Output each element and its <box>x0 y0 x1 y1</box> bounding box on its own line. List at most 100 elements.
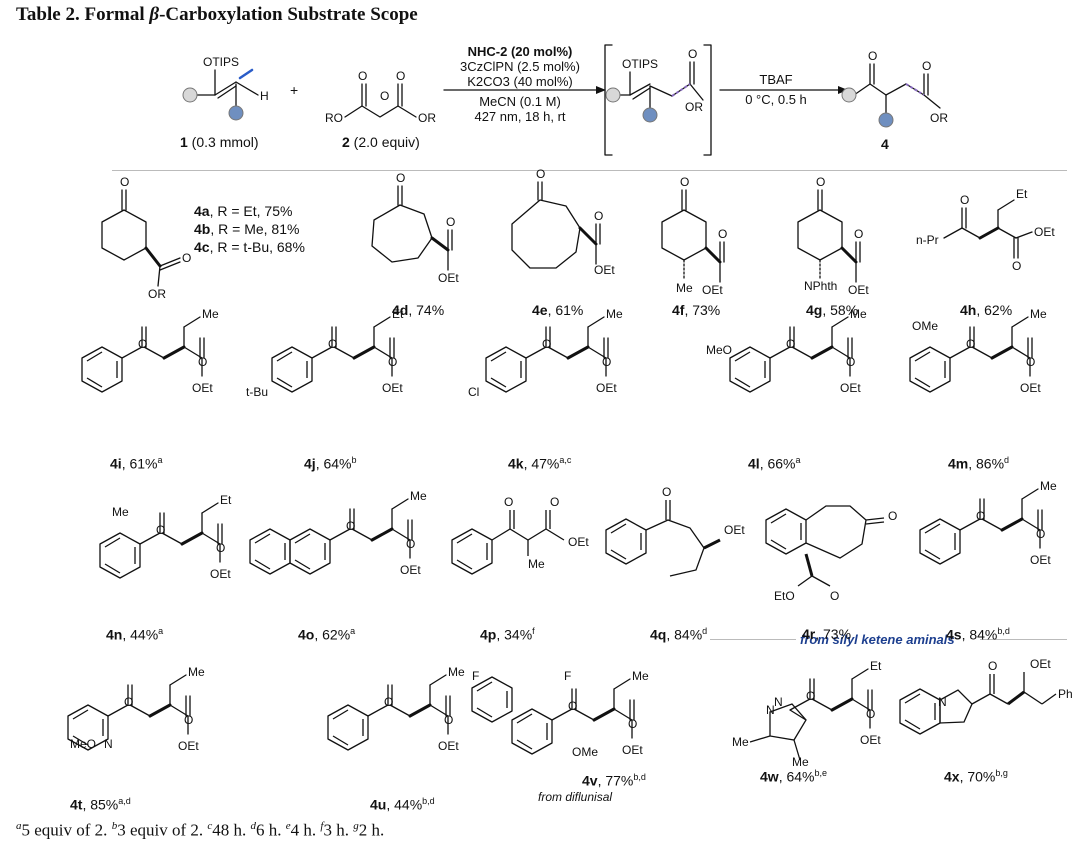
atom-label: O <box>966 337 975 351</box>
atom-label: N <box>104 737 113 751</box>
atom-label: O <box>550 495 559 509</box>
svg-text:OEt: OEt <box>438 271 459 285</box>
svg-text:OEt: OEt <box>1034 225 1055 239</box>
atom-label: OEt <box>840 381 861 395</box>
svg-text:OEt: OEt <box>702 283 723 297</box>
atom-label: O <box>216 541 225 555</box>
compound-caption-4abc: 4a, R = Et, 75%4b, R = Me, 81%4c, R = t-… <box>194 203 305 255</box>
atom-label: O <box>662 485 671 499</box>
atom-label: O <box>806 689 815 703</box>
atom-label: N <box>766 703 775 717</box>
svg-text:H: H <box>260 89 269 103</box>
compound-caption-4u: 4u, 44%b,d <box>370 796 435 813</box>
atom-label: N <box>938 695 947 709</box>
svg-text:O: O <box>446 215 455 229</box>
svg-text:MeCN (0.1 M): MeCN (0.1 M) <box>479 94 561 109</box>
svg-text:n-Pr: n-Pr <box>916 233 939 247</box>
atom-label: O <box>406 537 415 551</box>
svg-text:NPhth: NPhth <box>804 279 837 293</box>
compound-caption-4v: 4v, 77%b,d <box>582 772 646 789</box>
svg-text:O: O <box>718 227 727 241</box>
table-title: Table 2. Formal β-Carboxylation Substrat… <box>16 4 418 25</box>
compound-caption-4j: 4j, 64%b <box>304 455 357 472</box>
atom-label: OEt <box>622 743 643 757</box>
atom-label: t-Bu <box>246 385 268 399</box>
atom-label: O <box>988 659 997 673</box>
compound-caption-4x: 4x, 70%b,g <box>944 768 1008 785</box>
svg-text:OEt: OEt <box>594 263 615 277</box>
atom-label: O <box>504 495 513 509</box>
atom-label: OEt <box>210 567 231 581</box>
compound-caption-4l: 4l, 66%a <box>748 455 801 472</box>
atom-label: OEt <box>1030 657 1051 671</box>
compound-caption-4e: 4e, 61% <box>532 302 584 318</box>
atom-label: Me <box>188 665 205 679</box>
atom-label: O <box>786 337 795 351</box>
svg-text:Me: Me <box>676 281 693 295</box>
atom-label: O <box>1036 527 1045 541</box>
atom-label: OEt <box>1020 381 1041 395</box>
atom-label: N <box>774 695 783 709</box>
svg-text:O: O <box>960 193 969 207</box>
atom-label: O <box>124 695 133 709</box>
svg-text:OTIPS: OTIPS <box>203 55 239 69</box>
svg-text:NHC-2 (20 mol%): NHC-2 (20 mol%) <box>468 44 573 59</box>
svg-text:TBAF: TBAF <box>759 72 792 87</box>
compound-caption-4m: 4m, 86%d <box>948 455 1010 472</box>
atom-label: Cl <box>468 385 479 399</box>
atom-label: MeO <box>70 737 96 751</box>
svg-text:O: O <box>680 175 689 189</box>
atom-label: OEt <box>724 523 745 537</box>
atom-label: Me <box>448 665 465 679</box>
svg-text:OR: OR <box>685 100 703 114</box>
svg-text:O: O <box>922 59 931 73</box>
atom-label: O <box>628 717 637 731</box>
atom-label: O <box>444 713 453 727</box>
compound-caption-4t: 4t, 85%a,d <box>70 796 131 813</box>
svg-text:O: O <box>396 69 405 83</box>
atom-label: OEt <box>178 739 199 753</box>
atom-label: OEt <box>568 535 589 549</box>
atom-label: Et <box>870 659 882 673</box>
compound-caption-4k: 4k, 47%a,c <box>508 455 572 472</box>
svg-text:O: O <box>868 49 877 63</box>
atom-label: O <box>156 523 165 537</box>
compound-caption-4d: 4d, 74% <box>392 302 445 318</box>
compound-caption-4s: 4s, 84%b,d <box>946 626 1010 643</box>
svg-text:O: O <box>182 251 191 265</box>
atom-label: O <box>198 355 207 369</box>
compound-caption-4w: 4w, 64%b,e <box>760 768 828 785</box>
atom-label: O <box>602 355 611 369</box>
atom-label: O <box>568 699 577 713</box>
compound-caption-4n: 4n, 44%a <box>106 626 164 643</box>
atom-label: OEt <box>596 381 617 395</box>
atom-label: Me <box>632 669 649 683</box>
svg-text:O: O <box>1012 259 1021 273</box>
svg-text:Et: Et <box>1016 187 1028 201</box>
section-divider: from silyl ketene aminals <box>710 632 1067 647</box>
atom-label: O <box>388 355 397 369</box>
atom-label: Me <box>732 735 749 749</box>
atom-label: Me <box>1030 307 1047 321</box>
svg-text:K2CO3 (40 mol%): K2CO3 (40 mol%) <box>467 74 572 89</box>
diflunisal-note: from diflunisal <box>538 790 613 804</box>
atom-label: OEt <box>1030 553 1051 567</box>
compound-caption-4h: 4h, 62% <box>960 302 1013 318</box>
atom-label: O <box>184 713 193 727</box>
svg-text:OEt: OEt <box>848 283 869 297</box>
atom-label: Me <box>528 557 545 571</box>
atom-label: O <box>384 695 393 709</box>
svg-text:OR: OR <box>418 111 436 125</box>
atom-label: O <box>866 707 875 721</box>
atom-label: OEt <box>438 739 459 753</box>
svg-text:0 °C, 0.5 h: 0 °C, 0.5 h <box>745 92 807 107</box>
atom-label: OEt <box>382 381 403 395</box>
compound-caption-4i: 4i, 61%a <box>110 455 163 472</box>
atom-label: Et <box>392 307 404 321</box>
atom-label: Me <box>850 307 867 321</box>
atom-label: Et <box>220 493 232 507</box>
atom-label: Me <box>606 307 623 321</box>
svg-text:O: O <box>816 175 825 189</box>
svg-text:O: O <box>358 69 367 83</box>
